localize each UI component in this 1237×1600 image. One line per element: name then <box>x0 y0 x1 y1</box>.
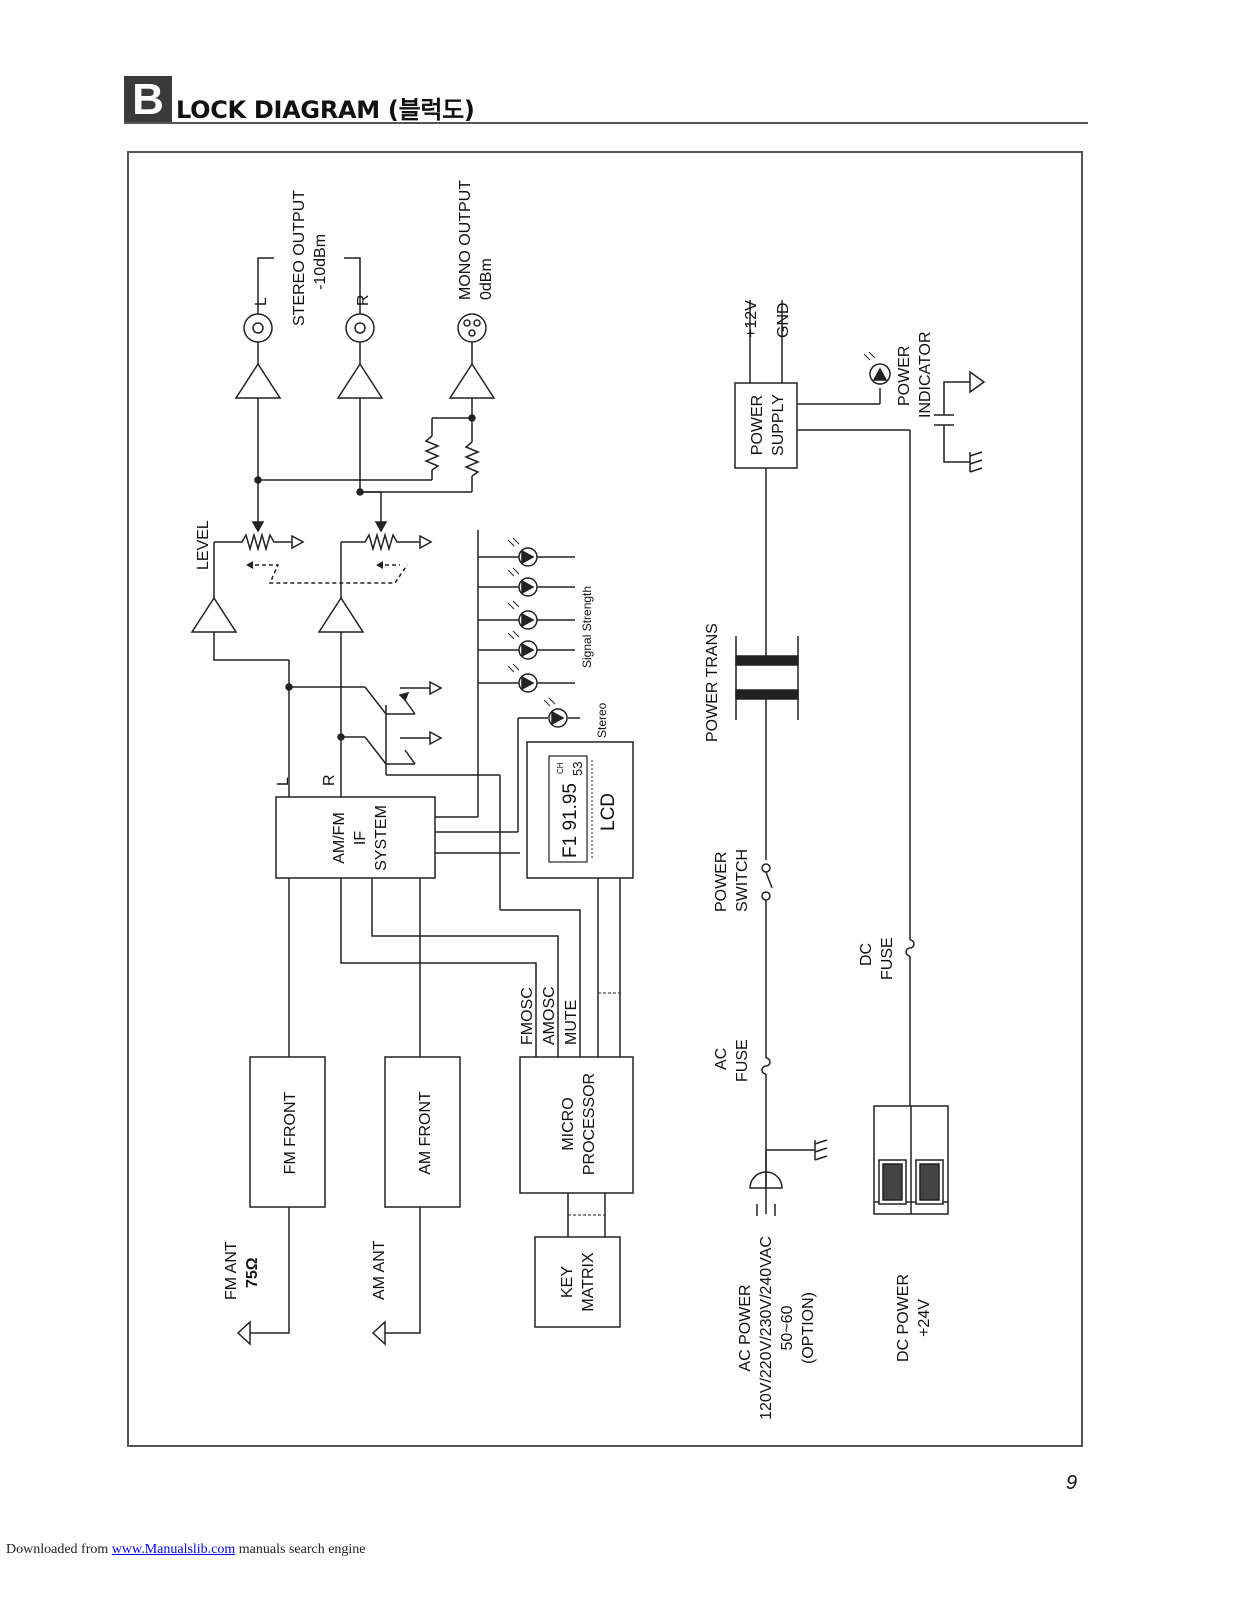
fm-ant-label-line2: 75Ω <box>244 1257 261 1288</box>
manualslib-link[interactable]: www.Manualslib.com <box>111 1542 236 1557</box>
lcd-ch-number: 53 <box>570 762 585 776</box>
header-rule <box>124 122 1088 124</box>
stereo-output-label: STEREO OUTPUT <box>291 190 308 326</box>
mono-output-label: MONO OUTPUT <box>457 180 474 300</box>
mono-xlr-jack <box>457 313 487 343</box>
chassis-ground-symbol <box>934 370 986 473</box>
if-right-label: R <box>321 774 338 786</box>
dc-power-label-line1: DC POWER <box>895 1274 912 1362</box>
dc-fuse-label-line2: FUSE <box>879 937 896 980</box>
signal-strength-label: Signal Strength <box>580 586 594 668</box>
gnd-label: GND <box>775 302 792 338</box>
stereo-left-jack <box>243 313 273 343</box>
level-gang-link <box>248 564 408 584</box>
microprocessor-block <box>519 1056 634 1194</box>
if-left-label: L <box>275 777 292 786</box>
if-label-line3: SYSTEM <box>373 805 390 871</box>
fm-ant-label-line1: FM ANT <box>223 1241 240 1300</box>
am-front-label: AM FRONT <box>417 1091 434 1175</box>
footer-prefix: Downloaded from <box>6 1542 112 1557</box>
plus12v-label: +12V <box>743 300 760 338</box>
fm-front-label: FM FRONT <box>282 1091 299 1174</box>
dc-fuse <box>905 939 915 1106</box>
ac-power-label-line4: (OPTION) <box>800 1292 817 1364</box>
header-letter-box: B <box>124 76 172 124</box>
ac-power-label-line3: 50~60 <box>779 1305 796 1350</box>
mono-output-amp <box>448 362 496 399</box>
power-switch-label-line1: POWER <box>713 852 730 912</box>
stereo-left-label: L <box>253 297 270 306</box>
am-ant-label: AM ANT <box>371 1240 388 1300</box>
if-label-line2: IF <box>352 831 369 845</box>
ac-power-label-line1: AC POWER <box>737 1284 754 1371</box>
mute-label: MUTE <box>563 1000 580 1045</box>
lcd-ch-label: CH <box>556 762 565 774</box>
ac-power-label-line2: 120V/220V/230V/240VAC <box>758 1236 775 1420</box>
diagram-frame <box>127 151 1083 1447</box>
stereo-output-bracket <box>257 257 361 314</box>
footer: Downloaded from www.Manualslib.com manua… <box>6 1542 366 1558</box>
right-output-amp <box>336 362 384 399</box>
power-supply-label-line2: SUPPLY <box>770 394 787 456</box>
micro-label-line1: MICRO <box>560 1097 577 1150</box>
footer-suffix: manuals search engine <box>235 1542 366 1557</box>
ac-plug <box>749 1139 828 1216</box>
am-front-block <box>384 1056 461 1208</box>
power-switch-label-line2: SWITCH <box>734 849 751 912</box>
lcd-screen <box>548 755 588 863</box>
page-title: LOCK DIAGRAM (블럭도) <box>176 96 475 124</box>
right-level-pot <box>340 521 433 598</box>
power-trans-label: POWER TRANS <box>704 623 721 742</box>
ac-fuse-label-line2: FUSE <box>734 1039 751 1082</box>
transistor-outputs <box>289 680 501 910</box>
lcd-label: LCD <box>598 793 619 831</box>
lcd-block <box>526 741 634 879</box>
stereo-output-level: -10dBm <box>312 234 329 290</box>
power-indicator-label-line1: POWER <box>896 346 913 406</box>
key-label-line2: MATRIX <box>580 1252 597 1312</box>
if-label-line1: AM/FM <box>331 812 348 864</box>
fmosc-label: FMOSC <box>519 987 536 1045</box>
dc-fuse-label-line1: DC <box>858 943 875 966</box>
power-transformer <box>735 468 799 860</box>
power-supply-label-line1: POWER <box>749 395 766 455</box>
amosc-label: AMOSC <box>541 986 558 1045</box>
micro-label-line2: PROCESSOR <box>581 1073 598 1175</box>
power-indicator-label-line2: INDICATOR <box>917 331 934 418</box>
left-output-amp <box>234 362 282 399</box>
power-switch <box>761 863 773 1058</box>
key-label-line1: KEY <box>559 1266 576 1298</box>
left-pre-amp <box>190 596 238 633</box>
stereo-led <box>543 697 580 728</box>
ac-fuse-label-line1: AC <box>713 1048 730 1070</box>
mono-output-level: 0dBm <box>478 258 495 300</box>
right-pre-amp <box>317 596 365 633</box>
power-supply-block <box>734 382 798 469</box>
fm-front-block <box>249 1056 326 1208</box>
mono-mix-resistors <box>424 398 480 492</box>
lcd-readout: F1 91.95 <box>560 783 581 858</box>
page-number: 9 <box>1066 1472 1078 1494</box>
am-antenna <box>371 1207 421 1346</box>
dc-terminal-block <box>873 1105 949 1215</box>
level-label: LEVEL <box>195 520 212 570</box>
dc-power-label-line2: +24V <box>916 1299 933 1337</box>
stereo-right-jack <box>345 313 375 343</box>
left-level-pot <box>213 521 305 598</box>
key-matrix-block <box>534 1236 621 1328</box>
stereo-led-label: Stereo <box>595 702 609 738</box>
power-indicator-led <box>863 351 891 385</box>
signal-strength-leds <box>478 537 575 693</box>
fm-antenna <box>236 1207 290 1346</box>
if-system-block <box>275 796 436 879</box>
stereo-right-label: R <box>355 294 372 306</box>
